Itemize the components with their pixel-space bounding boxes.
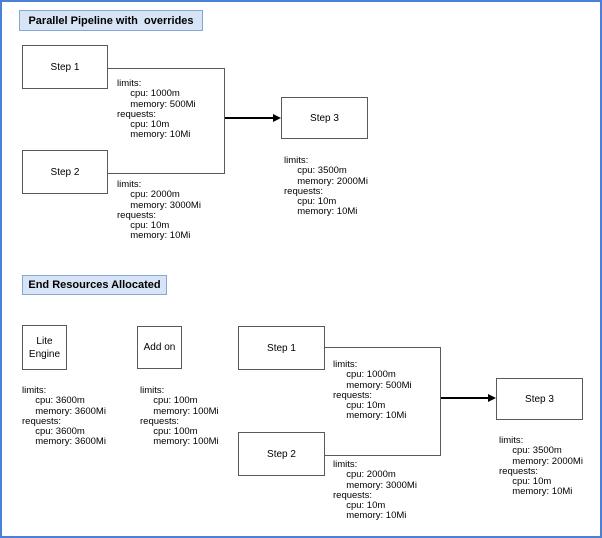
node-step2-s2-label: Step 2	[267, 448, 296, 460]
connector-merge-s1	[224, 68, 225, 174]
arrowhead-to-step3-s1-icon	[273, 113, 281, 122]
resources-step3-s1: limits: cpu: 3500m memory: 2000Mi reques…	[284, 155, 368, 218]
resources-step3-s2: limits: cpu: 3500m memory: 2000Mi reques…	[499, 435, 583, 498]
node-step3-s1: Step 3	[281, 97, 368, 139]
connector-step2-s2	[325, 455, 441, 456]
node-step1-s2-label: Step 1	[267, 342, 296, 354]
node-step3-s2-label: Step 3	[525, 393, 554, 405]
resources-step2-s2: limits: cpu: 2000m memory: 3000Mi reques…	[333, 459, 417, 522]
resources-step1-s2: limits: cpu: 1000m memory: 500Mi request…	[333, 359, 412, 422]
node-add-on: Add on	[137, 326, 182, 369]
resources-add-on: limits: cpu: 100m memory: 100Mi requests…	[140, 385, 219, 448]
node-step2-s2: Step 2	[238, 432, 325, 476]
node-lite-engine: Lite Engine	[22, 325, 67, 370]
arrowhead-to-step3-s2-icon	[488, 393, 496, 402]
arrow-to-step3-s1	[225, 117, 274, 119]
section-title-end-resources-label: End Resources Allocated	[28, 279, 161, 291]
node-step1-s2: Step 1	[238, 326, 325, 370]
connector-step1-s1	[108, 68, 225, 69]
connector-step2-s1	[108, 173, 225, 174]
section-title-parallel-pipeline-label: Parallel Pipeline with overrides	[28, 14, 194, 27]
connector-merge-s2	[440, 347, 441, 456]
node-step1-s1-label: Step 1	[50, 61, 80, 73]
node-step1-s1: Step 1	[22, 45, 108, 89]
section-title-parallel-pipeline: Parallel Pipeline with overrides	[19, 10, 203, 31]
connector-step1-s2	[325, 347, 441, 348]
node-step3-s2: Step 3	[496, 378, 583, 420]
node-lite-engine-label: Lite Engine	[28, 335, 61, 360]
resources-step1-s1: limits: cpu: 1000m memory: 500Mi request…	[117, 78, 196, 141]
arrow-to-step3-s2	[441, 397, 489, 399]
section-title-end-resources: End Resources Allocated	[22, 275, 167, 295]
resources-lite-engine: limits: cpu: 3600m memory: 3600Mi reques…	[22, 385, 106, 448]
node-add-on-label: Add on	[143, 342, 176, 353]
resources-step2-s1: limits: cpu: 2000m memory: 3000Mi reques…	[117, 179, 201, 242]
node-step2-s1-label: Step 2	[50, 166, 80, 178]
node-step3-s1-label: Step 3	[310, 112, 339, 124]
node-step2-s1: Step 2	[22, 150, 108, 194]
